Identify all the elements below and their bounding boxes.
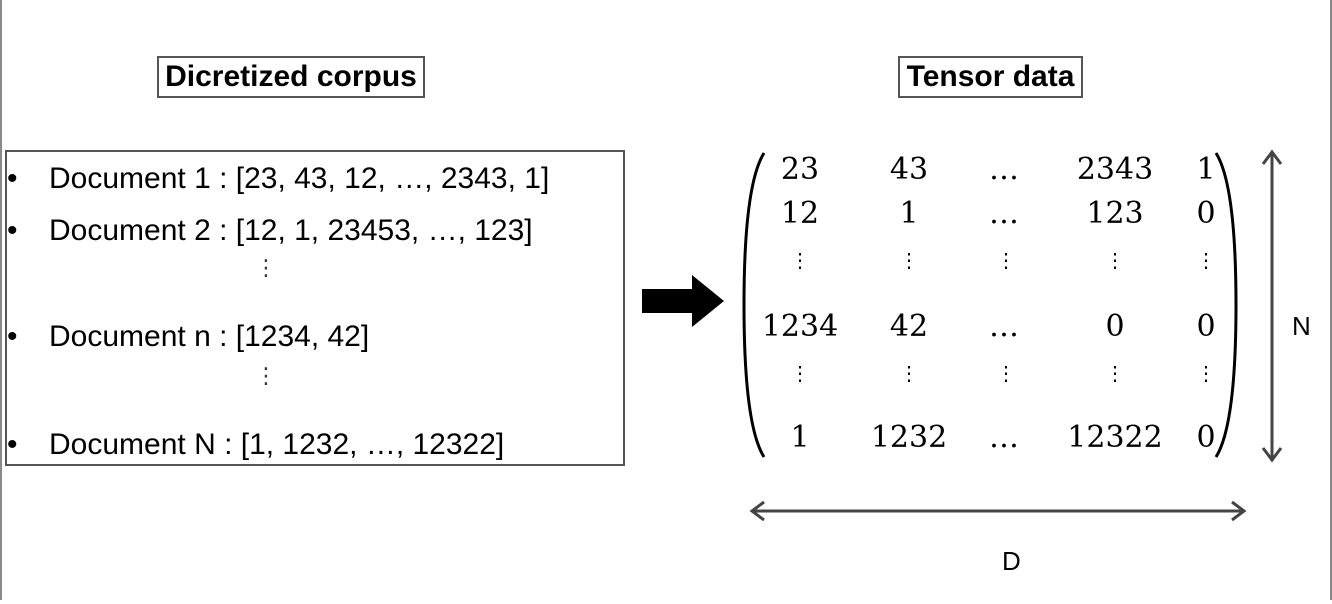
- vertical-ellipsis: ⋮: [1105, 361, 1125, 385]
- matrix-cell: 0: [1105, 309, 1125, 344]
- matrix-left-bracket: [742, 152, 766, 458]
- matrix-cell: 2343: [1076, 152, 1154, 187]
- bullet: •: [7, 320, 18, 353]
- d-dimension-arrow-icon: [749, 500, 1247, 522]
- bullet: •: [7, 428, 18, 461]
- vertical-ellipsis: ⋮: [255, 364, 277, 389]
- matrix-cell: 123: [1086, 196, 1144, 231]
- matrix-cell: 1234: [761, 309, 839, 344]
- matrix-cell: 0: [1196, 196, 1216, 231]
- transform-arrow-icon: [642, 275, 724, 327]
- document-text: Document n : [1234, 42]: [49, 320, 370, 353]
- vertical-ellipsis: ⋮: [899, 248, 919, 272]
- matrix-cell: 1: [790, 420, 810, 455]
- n-dimension-arrow-icon: [1261, 149, 1283, 463]
- bullet: •: [7, 162, 18, 195]
- matrix-cell: 12322: [1067, 420, 1163, 455]
- vertical-ellipsis: ⋮: [1105, 248, 1125, 272]
- matrix-cell: 0: [1196, 420, 1216, 455]
- vertical-ellipsis: ⋮: [790, 248, 810, 272]
- horizontal-ellipsis: …: [989, 309, 1023, 344]
- matrix-cell: 43: [889, 152, 929, 187]
- bullet: •: [7, 214, 18, 247]
- document-text: Document 2 : [12, 1, 23453, …, 123]: [49, 214, 533, 247]
- vertical-ellipsis: ⋮: [790, 361, 810, 385]
- matrix-right-bracket: [1214, 152, 1238, 458]
- corpus-box: • Document 1 : [23, 43, 12, …, 2343, 1] …: [5, 150, 625, 466]
- matrix-cell: 0: [1196, 309, 1216, 344]
- n-dimension-label: N: [1292, 311, 1311, 341]
- vertical-ellipsis: ⋮: [1196, 248, 1216, 272]
- vertical-ellipsis: ⋮: [996, 248, 1016, 272]
- horizontal-ellipsis: …: [989, 152, 1023, 187]
- horizontal-ellipsis: …: [989, 420, 1023, 455]
- matrix-cell: 42: [889, 309, 929, 344]
- tensor-title: Tensor data: [898, 56, 1083, 98]
- matrix-brackets: [742, 152, 1238, 458]
- document-text: Document N : [1, 1232, …, 12322]: [49, 428, 505, 461]
- vertical-ellipsis: ⋮: [899, 361, 919, 385]
- matrix-cell: 1: [1196, 152, 1216, 187]
- horizontal-ellipsis: …: [989, 196, 1023, 231]
- corpus-title: Dicretized corpus: [157, 56, 425, 98]
- document-text: Document 1 : [23, 43, 12, …, 2343, 1]: [49, 162, 550, 195]
- matrix-cell: 23: [780, 152, 820, 187]
- matrix-cell: 1232: [870, 420, 948, 455]
- matrix-cell: 12: [780, 196, 820, 231]
- vertical-ellipsis: ⋮: [1196, 361, 1216, 385]
- matrix-cell: 1: [899, 196, 919, 231]
- d-dimension-label: D: [1002, 546, 1021, 576]
- vertical-ellipsis: ⋮: [996, 361, 1016, 385]
- vertical-ellipsis: ⋮: [255, 256, 277, 281]
